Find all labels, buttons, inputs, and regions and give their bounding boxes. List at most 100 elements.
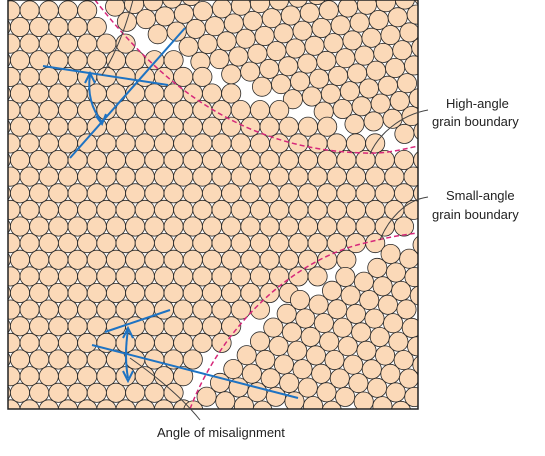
atom: [8, 219, 11, 234]
atom: [317, 116, 338, 137]
atom: [375, 345, 396, 366]
atom: [201, 316, 222, 337]
atom: [19, 0, 40, 21]
atom: [77, 266, 98, 287]
atom: [154, 399, 174, 409]
atom: [8, 20, 11, 34]
atom: [351, 322, 372, 343]
atom: [67, 83, 88, 104]
atom: [38, 0, 59, 21]
atom: [319, 331, 340, 352]
atom: [269, 266, 290, 287]
atom: [252, 400, 273, 409]
atom: [182, 282, 203, 303]
atom: [67, 282, 88, 303]
atom: [58, 233, 79, 254]
atom: [407, 336, 418, 357]
atom: [240, 116, 261, 137]
atom: [96, 33, 117, 54]
atom: [221, 116, 242, 137]
high-angle-label-line1: High-angle: [446, 96, 509, 111]
atom: [385, 382, 406, 403]
atom: [230, 166, 251, 187]
atom: [134, 133, 155, 154]
atom: [153, 233, 174, 254]
atom: [9, 83, 31, 104]
atom: [259, 216, 280, 237]
atom: [8, 100, 21, 121]
atom: [162, 0, 182, 9]
atom: [153, 299, 174, 320]
atom: [48, 83, 69, 104]
atom: [399, 248, 418, 269]
atom: [48, 16, 69, 38]
high-angle-boundary-curve: [94, 0, 418, 154]
atom: [96, 399, 117, 409]
atom: [359, 290, 380, 311]
atom: [259, 249, 280, 270]
atom: [144, 183, 165, 204]
atom: [153, 266, 174, 287]
atom: [192, 166, 213, 187]
atom: [249, 100, 270, 121]
atom: [58, 33, 79, 54]
atom: [48, 249, 69, 270]
atom: [9, 216, 31, 237]
atom: [8, 299, 21, 320]
atom: [326, 166, 347, 187]
atom: [182, 316, 203, 337]
atom: [367, 257, 388, 278]
atom: [182, 183, 203, 204]
atom: [77, 199, 98, 220]
atom: [77, 166, 98, 187]
atom: [144, 116, 165, 137]
small-angle-label-line1: Small-angle: [446, 188, 515, 203]
atom: [201, 183, 222, 204]
atom: [144, 216, 165, 237]
atom: [236, 345, 257, 366]
atom: [336, 249, 357, 270]
lower-arc-arrowhead-top: [122, 325, 134, 339]
atom: [269, 233, 290, 254]
atom: [19, 266, 40, 287]
atom: [29, 282, 50, 303]
atom: [335, 386, 356, 407]
atom: [211, 133, 232, 154]
atom: [399, 368, 418, 389]
atom: [259, 149, 280, 170]
atom: [134, 332, 155, 353]
atom: [144, 382, 165, 403]
atom: [388, 331, 409, 352]
atom: [29, 116, 50, 137]
atom: [153, 133, 174, 154]
atom: [374, 183, 395, 204]
atom: [38, 266, 59, 287]
atom: [144, 83, 165, 104]
atom: [268, 336, 289, 357]
atom: [263, 317, 284, 338]
atom: [221, 183, 242, 204]
atom: [404, 55, 418, 76]
atom: [96, 266, 117, 287]
atom: [106, 282, 127, 303]
atom: [77, 233, 98, 254]
atom: [134, 366, 155, 387]
atom: [292, 359, 313, 380]
atom: [134, 266, 155, 287]
atom: [221, 83, 242, 104]
atom: [221, 316, 242, 337]
atom: [58, 332, 79, 353]
atom: [29, 216, 50, 237]
atom: [8, 319, 11, 334]
atom: [307, 166, 328, 187]
atom: [288, 166, 309, 187]
upper-angle-arc: [88, 74, 103, 123]
atom: [201, 216, 222, 237]
atom: [96, 299, 117, 320]
atom: [173, 299, 194, 320]
atom: [230, 100, 251, 121]
atom: [29, 349, 50, 370]
atom: [181, 0, 201, 6]
atom: [86, 50, 107, 71]
atom: [147, 24, 168, 45]
